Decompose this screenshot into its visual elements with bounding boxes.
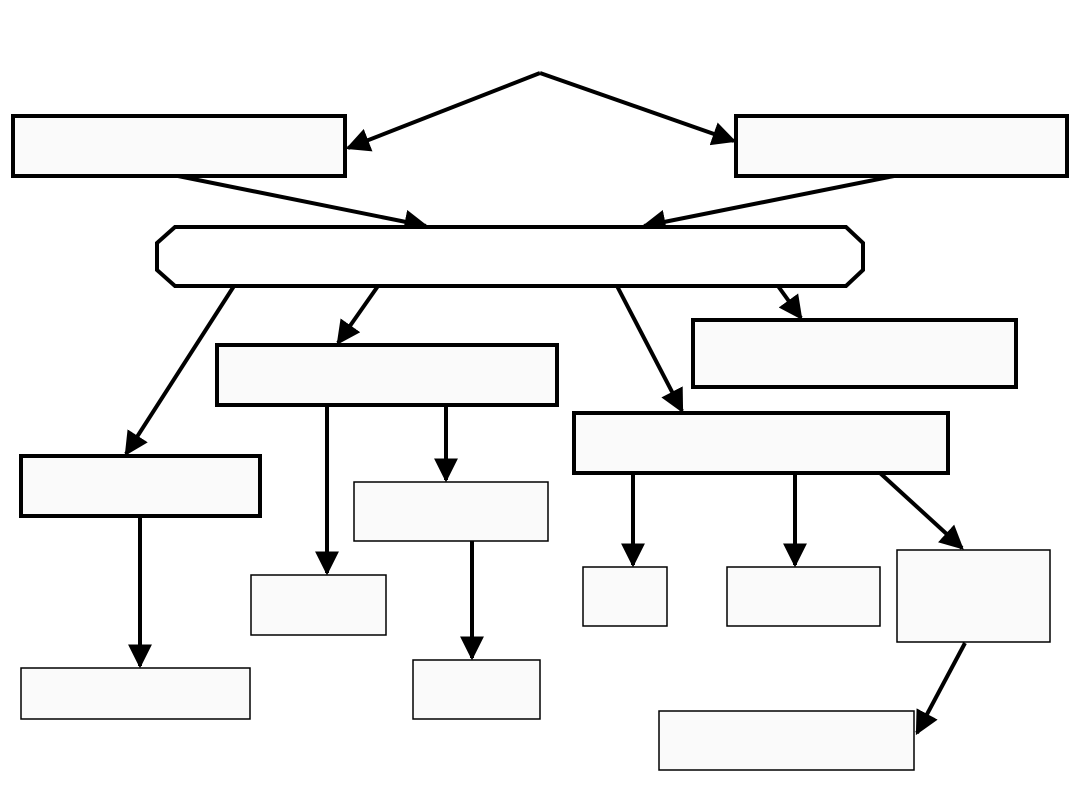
edge-hub-to-mid-left: [124, 284, 236, 457]
connectors: [124, 71, 967, 736]
node-leaf-right-c: [896, 549, 1051, 643]
edge-apex-to-top-left: [345, 71, 541, 152]
node-top-left: [11, 114, 347, 178]
edge-top-left-to-hub: [177, 174, 429, 234]
edge-hub-to-mid-right: [615, 285, 684, 414]
nodes: [11, 114, 1069, 771]
edge-leaf-right-c-to-leaf-bottom-right: [915, 642, 967, 736]
edge-apex-to-top-right: [539, 71, 737, 146]
node-leaf-center-bottom: [412, 659, 541, 720]
node-mid-left: [19, 454, 262, 518]
node-top-right: [734, 114, 1069, 178]
node-mid-center: [215, 343, 559, 407]
node-mid-right-upper: [691, 318, 1018, 389]
node-leaf-right-a: [582, 566, 668, 627]
edge-mid-right-to-leaf-right-c: [878, 471, 964, 550]
node-leaf-left-bottom: [20, 667, 251, 720]
node-leaf-center-right: [353, 481, 549, 542]
edge-top-right-to-hub: [641, 174, 895, 234]
node-center-hub: [155, 225, 865, 288]
edge-hub-to-mid-right-upper: [776, 284, 803, 320]
node-leaf-bottom-right: [658, 710, 915, 771]
edge-hub-to-mid-center: [336, 284, 380, 345]
node-leaf-right-b: [726, 566, 881, 627]
node-leaf-center-small: [250, 574, 387, 636]
node-mid-right: [572, 411, 950, 475]
